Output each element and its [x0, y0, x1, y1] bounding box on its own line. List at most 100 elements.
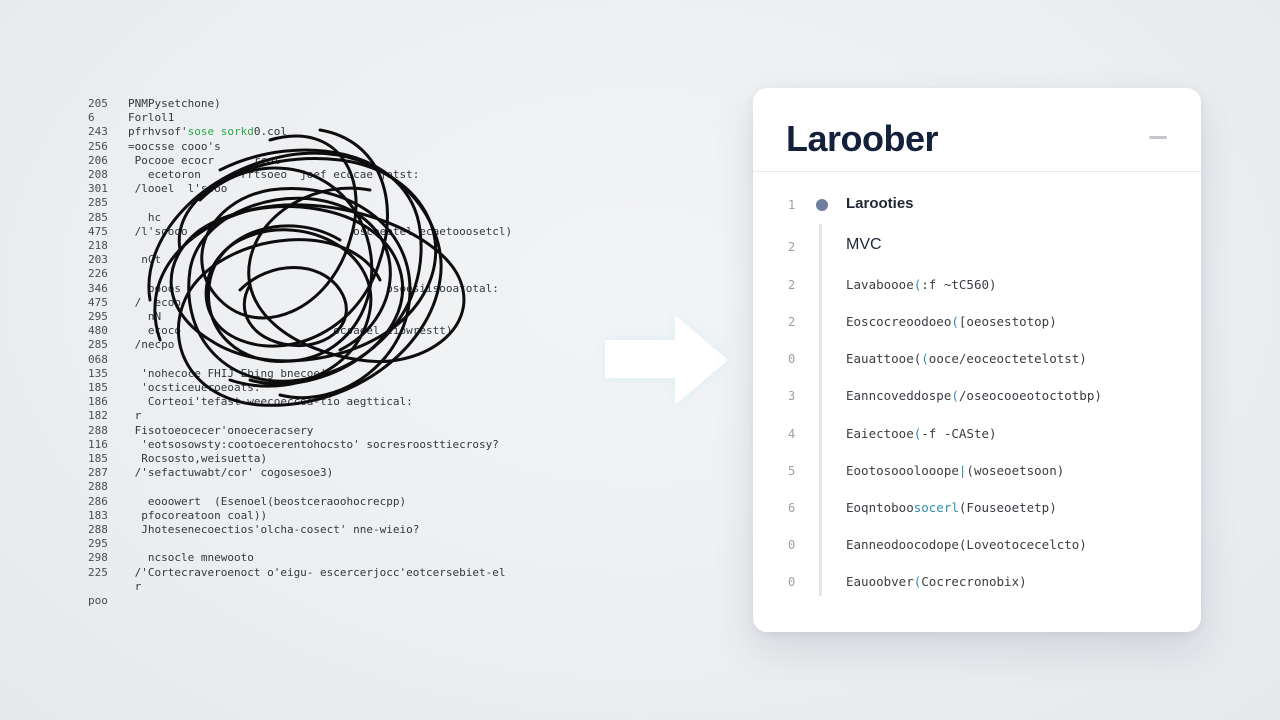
code-line: 205 PNMPysetchone): [88, 97, 221, 111]
code-text: r: [128, 579, 142, 593]
item-label: Lavaboooe(:f ~tC560): [846, 277, 997, 292]
line-number: 480: [88, 324, 108, 338]
code-line: 218: [88, 239, 148, 253]
code-text: nCt: [128, 253, 162, 267]
line-number: poo: [88, 594, 108, 607]
code-highlight: sose sorkd: [187, 125, 254, 139]
line-number: 205: [88, 97, 108, 110]
item-number: 0: [788, 538, 796, 552]
item-label: Eaiectooe(-f -CASte): [846, 426, 997, 441]
item-highlight: socerl: [913, 500, 959, 515]
item-number: 2: [788, 278, 796, 292]
item-number: 2: [788, 315, 796, 329]
line-number: 6: [88, 111, 95, 125]
item-number: 0: [788, 352, 796, 366]
code-line: 288 Jhotesenecoectios'olcha-cosect' nne-…: [88, 523, 419, 537]
code-line: 203 nCt: [88, 253, 161, 267]
panel-divider: [753, 171, 1201, 172]
item-label: Eoscocreoodoeo([oeosestotop): [846, 314, 1057, 329]
list-item[interactable]: 6 Eoqntoboosocerl(Fouseoetetp): [753, 497, 1201, 521]
item-highlight: (: [921, 351, 929, 366]
item-highlight: (: [951, 314, 959, 329]
code-text: Jhotesenecoectios'olcha-cosect' nne-wiei…: [128, 523, 420, 536]
right-arrow-icon: [605, 315, 728, 405]
code-line: 182 r: [88, 409, 141, 423]
item-label: Eauoobver(Cocrecronobix): [846, 574, 1027, 589]
list-item[interactable]: 0 Eanneodoocodope(Loveotocecelcto): [753, 534, 1201, 558]
list-item[interactable]: 0 Eauoobver(Cocrecronobix): [753, 571, 1201, 595]
item-label: Eauattooe((ooce/eoceoctetelotst): [846, 351, 1087, 366]
item-highlight: |: [958, 463, 967, 478]
line-number: 185: [88, 381, 108, 394]
code-line: r: [88, 579, 142, 594]
code-text: PNMPysetchone): [128, 97, 221, 110]
line-number: 186: [88, 395, 108, 409]
timeline-line: [819, 224, 822, 596]
list-item[interactable]: 4 Eaiectooe(-f -CASte): [753, 423, 1201, 447]
line-number: 116: [88, 437, 108, 451]
item-label: Eanneodoocodope(Loveotocecelcto): [846, 537, 1087, 552]
code-line: 285: [88, 196, 128, 210]
code-line: 295: [88, 537, 128, 551]
code-text: hc: [128, 210, 162, 224]
line-number: 203: [88, 253, 108, 267]
line-number: 285: [88, 338, 108, 352]
item-label: Eoqntoboosocerl(Fouseoetetp): [846, 500, 1057, 515]
line-number: 208: [88, 168, 108, 181]
line-number: 295: [88, 537, 108, 551]
code-text: Rocsosto,weisuetta): [128, 452, 268, 465]
timeline-dot: [816, 199, 828, 211]
code-line: 287 /'sefactuwabt/cor' cogosesoe3): [88, 466, 333, 480]
line-number: 068: [88, 352, 108, 366]
code-text: 'eotsosowsty:cootoecerentohocsto' socres…: [128, 437, 499, 451]
code-line: 226: [88, 267, 128, 281]
list-item[interactable]: 2 Lavaboooe(:f ~tC560): [753, 274, 1201, 298]
code-line: 6 Forlol1: [88, 111, 174, 125]
list-item[interactable]: 5 Eootosooolooope|(woseoetsoon): [753, 460, 1201, 484]
code-text: r: [128, 409, 142, 423]
code-text: /necpo: [128, 338, 175, 352]
code-text: 'ocsticeueroeoats:: [128, 381, 261, 394]
line-number: 225: [88, 565, 108, 579]
code-line: 116 'eotsosowsty:cootoecerentohocsto' so…: [88, 438, 499, 452]
line-number: 475: [88, 224, 108, 238]
list-item[interactable]: 0 Eauattooe((ooce/eoceoctetelotst): [753, 348, 1201, 372]
line-number: 288: [88, 523, 108, 536]
item-label: Eootosooolooope|(woseoetsoon): [846, 463, 1065, 478]
item-number: 2: [788, 240, 796, 254]
code-text: 0.col: [253, 125, 287, 139]
list-item[interactable]: 2 Eoscocreoodoeo([oeosestotop): [753, 311, 1201, 335]
item-number: 6: [788, 501, 796, 515]
code-line: 186 Corteoi'tefast weecoeccoa-tio aegtti…: [88, 395, 413, 409]
item-highlight: (: [951, 388, 959, 403]
code-line: 288: [88, 480, 128, 494]
code-text: /'Cortecraveroenoct o'eigu- escercerjocc…: [128, 565, 506, 579]
code-text: =oocsse cooo's: [128, 139, 221, 153]
line-number: 218: [88, 239, 108, 252]
item-label: MVC: [846, 236, 882, 253]
line-number: 288: [88, 423, 108, 437]
code-text: Fisotoeocecer'onoeceracsery: [128, 423, 314, 437]
code-line: 225 /'Cortecraveroenoct o'eigu- escercer…: [88, 566, 506, 580]
item-number: 4: [788, 427, 796, 441]
code-text: ncsocle mnewooto: [128, 551, 254, 565]
line-number: 183: [88, 508, 108, 522]
item-number: 5: [788, 464, 796, 478]
code-line: 285 hc: [88, 211, 161, 225]
line-number: 287: [88, 466, 108, 480]
code-line: 298 ncsocle mnewooto: [88, 551, 254, 565]
minimize-icon[interactable]: [1149, 136, 1167, 139]
code-text: Forlol1: [128, 111, 175, 125]
code-line: 286 eooowert (Esenoel(beostceraoohocrecp…: [88, 495, 406, 509]
line-number: 285: [88, 210, 108, 224]
code-line: 285 /necpo: [88, 338, 174, 352]
code-text: pfocoreatoon coal)): [128, 508, 268, 522]
item-label: Eanncoveddospe(/oseocooeotoctotbp): [846, 388, 1102, 403]
list-item[interactable]: 2 MVC: [753, 236, 1201, 260]
item-number: 0: [788, 575, 796, 589]
item-label: Larooties: [846, 195, 914, 212]
